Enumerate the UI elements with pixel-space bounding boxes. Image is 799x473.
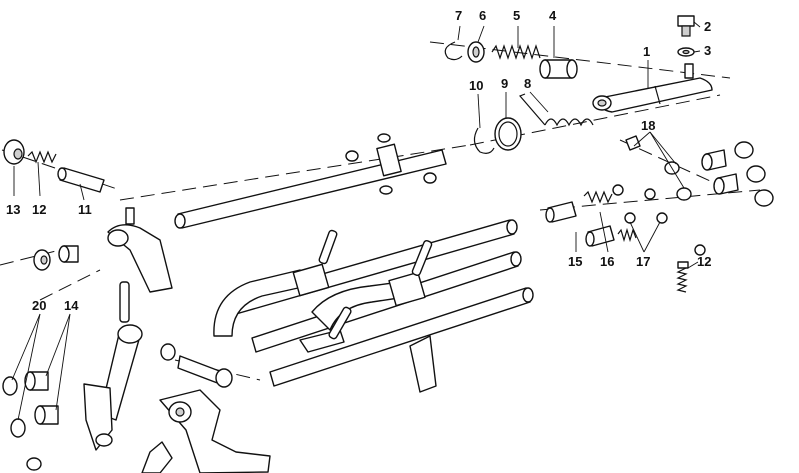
ring-part-20[interactable]	[33, 249, 51, 271]
bolt-part-2[interactable]	[677, 15, 695, 37]
shift-rod-2[interactable]	[251, 251, 522, 353]
callout-15: 15	[568, 254, 582, 269]
shift-shaft-part-1[interactable]	[592, 63, 713, 113]
callout-5: 5	[513, 8, 520, 23]
leader-lines	[11, 21, 701, 421]
spring-part-12-right[interactable]	[676, 261, 689, 293]
pin-part-11[interactable]	[57, 167, 105, 193]
torsion-spring-part-8[interactable]	[518, 93, 594, 127]
callout-10: 10	[469, 78, 483, 93]
spring-part-5[interactable]	[491, 44, 541, 60]
sleeve-part-4[interactable]	[539, 59, 578, 79]
spring-part-16[interactable]	[583, 190, 637, 243]
lower-shift-arm[interactable]	[141, 389, 271, 473]
callout-2: 2	[704, 19, 711, 34]
callout-14: 14	[64, 298, 79, 313]
balls-part-17[interactable]	[612, 184, 706, 256]
plugs-right[interactable]	[701, 141, 774, 207]
callout-13: 13	[6, 202, 20, 217]
callout-17: 17	[636, 254, 650, 269]
callout-8: 8	[524, 76, 531, 91]
callout-3: 3	[704, 43, 711, 58]
shift-fork-1[interactable]	[213, 229, 338, 337]
callouts: 1 2 3 4 5 6 7 8 9 10 11 12 13 14 15 16 1…	[6, 8, 711, 313]
dowel-pin[interactable]	[119, 281, 130, 323]
callout-11: 11	[78, 202, 92, 217]
callout-4: 4	[549, 8, 557, 23]
callout-7: 7	[455, 8, 462, 23]
shift-fork-3[interactable]	[299, 306, 437, 393]
cap-part-13[interactable]	[3, 139, 25, 165]
callout-1: 1	[643, 44, 650, 59]
lower-bushes[interactable]	[2, 371, 59, 471]
washer-part-3[interactable]	[677, 47, 695, 57]
shift-rod-3[interactable]	[269, 287, 534, 387]
callout-20: 20	[32, 298, 46, 313]
screw[interactable]	[160, 343, 233, 388]
callout-6: 6	[479, 8, 486, 23]
circlip-part-10[interactable]	[473, 127, 495, 154]
callout-12-right: 12	[697, 254, 711, 269]
ring-part-6[interactable]	[467, 41, 485, 63]
spring-part-12-left[interactable]	[27, 150, 57, 164]
intermediate-lever[interactable]	[83, 324, 143, 451]
selector-shaft[interactable]	[174, 133, 447, 229]
shift-lever[interactable]	[107, 207, 173, 293]
callout-12-left: 12	[32, 202, 46, 217]
bush-part-14[interactable]	[58, 245, 79, 263]
circlip-part-7[interactable]	[444, 41, 463, 61]
ring-part-9[interactable]	[494, 117, 522, 151]
callout-9: 9	[501, 76, 508, 91]
callout-18: 18	[641, 118, 655, 133]
callout-16: 16	[600, 254, 614, 269]
shift-fork-2[interactable]	[311, 240, 433, 331]
detent-pin-part-15[interactable]	[545, 201, 615, 247]
